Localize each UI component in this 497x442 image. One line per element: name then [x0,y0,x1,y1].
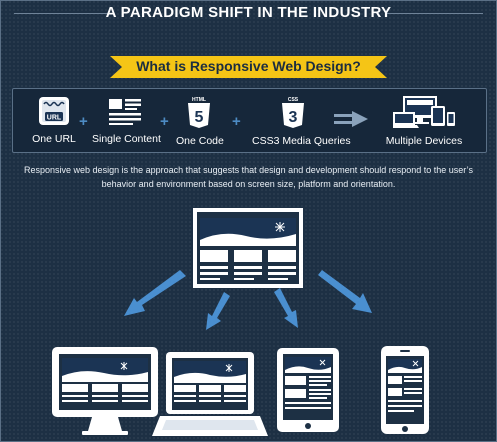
distribution-arrows [124,270,372,330]
question-ribbon [110,56,387,78]
css-badge-text: CSS [288,97,299,103]
feature-label-css3: CSS3 Media Queries [252,135,351,147]
url-badge-text: URL [47,115,62,122]
multiple-devices-icon [389,96,455,128]
description-text: Responsive web design is the approach th… [24,165,473,189]
html5-digit: 5 [195,109,204,126]
tablet-icon [277,348,339,432]
title-divider-left [14,13,110,14]
feature-css3-media-queries: CSS 3 CSS3 Media Queries [252,96,351,147]
html-badge-text: HTML [192,97,206,103]
feature-one-code: HTML 5 One Code [176,96,224,147]
ribbon-question: What is Responsive Web Design? [136,58,361,74]
content-layout-icon [109,99,141,125]
feature-label-one-url: One URL [32,133,76,145]
plus-sign-1: + [79,113,88,130]
plus-sign-3: + [232,113,241,130]
css3-digit: 3 [289,109,298,126]
desktop-monitor-icon [52,347,158,435]
feature-label-single-content: Single Content [92,133,161,145]
question-ribbon-text-wrap: What is Responsive Web Design? [110,55,387,79]
title-divider-right [386,13,483,14]
plus-sign-2: + [160,113,169,130]
laptop-icon [152,352,268,436]
feature-single-content: Single Content [92,96,161,145]
feature-multiple-devices: Multiple Devices [384,96,464,147]
feature-one-url: URL One URL [28,96,80,145]
smartphone-icon [381,346,429,434]
website-mockup-icon [193,208,303,288]
url-icon: URL [39,97,69,125]
feature-label-one-code: One Code [176,135,224,147]
double-arrow-icon [334,111,368,127]
html5-icon: HTML 5 [188,97,210,128]
css3-icon: CSS 3 [282,97,304,128]
page-title: A PARADIGM SHIFT IN THE INDUSTRY [105,4,392,21]
feature-label-multiple-devices: Multiple Devices [385,135,463,147]
